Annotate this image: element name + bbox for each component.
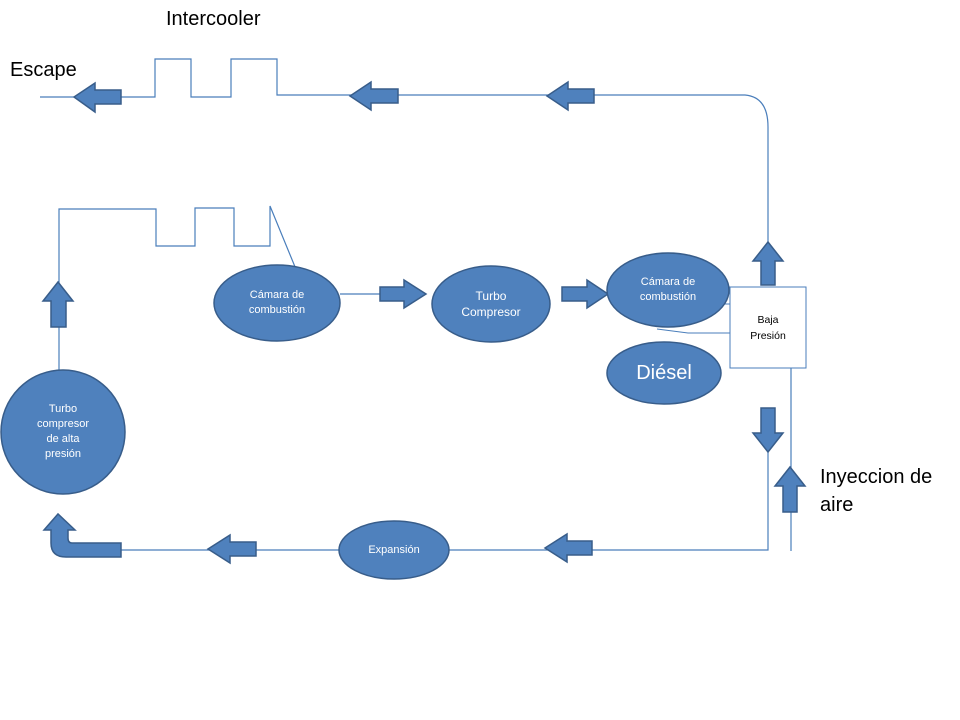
intercooler-label: Intercooler bbox=[166, 8, 261, 30]
middle-intercooler-line bbox=[58, 205, 301, 285]
expansion-ellipse bbox=[338, 520, 450, 580]
arrow-up-baja bbox=[751, 240, 785, 286]
expansion-label: Expansión bbox=[368, 543, 420, 556]
turbo-compresor-text: Turbo Compresor bbox=[432, 266, 550, 342]
turbo-alta-circle bbox=[0, 369, 126, 495]
camara-right-ellipse bbox=[606, 252, 730, 328]
arrow-right-to-camara bbox=[561, 278, 610, 310]
camara-right-label: Cámara de combustión bbox=[639, 276, 697, 303]
top-exhaust-line bbox=[40, 58, 769, 243]
arrow-uturn-bottom-left bbox=[42, 512, 122, 558]
turbo-alta-text: Turbo compresor de alta presión bbox=[1, 370, 125, 494]
arrow-down-baja bbox=[751, 407, 785, 454]
arrow-left-bottom-right bbox=[543, 532, 593, 564]
camara-left-text: Cámara de combustión bbox=[214, 265, 340, 341]
baja-presion-box bbox=[729, 286, 807, 369]
arrow-left-escape bbox=[72, 81, 122, 114]
arrow-left-top-right bbox=[545, 80, 595, 112]
arrow-up-air-inlet bbox=[773, 465, 807, 513]
diesel-label: Diésel bbox=[636, 362, 692, 384]
baja-presion-text: Baja Presión bbox=[730, 287, 806, 368]
camara-left-label: Cámara de combustión bbox=[248, 289, 306, 316]
diesel-ellipse bbox=[606, 341, 722, 405]
diesel-text: Diésel bbox=[607, 342, 721, 404]
arrow-right-to-turbo bbox=[379, 278, 428, 310]
baja-presion-label: Baja Presión bbox=[750, 313, 786, 342]
bottom-return-line bbox=[120, 452, 769, 551]
escape-label: Escape bbox=[10, 59, 77, 81]
arrow-left-top-middle bbox=[348, 80, 399, 112]
expansion-text: Expansión bbox=[339, 521, 449, 579]
turbo-compresor-ellipse bbox=[431, 265, 551, 343]
arrow-left-bottom-middle bbox=[206, 533, 257, 565]
inyeccion-aire-label: Inyeccion de aire bbox=[820, 466, 933, 516]
camara-right-text: Cámara de combustión bbox=[607, 253, 729, 327]
camara-left-ellipse bbox=[213, 264, 341, 342]
diesel-connector-line bbox=[656, 328, 730, 334]
turbo-alta-label: Turbo compresor de alta presión bbox=[37, 403, 89, 460]
turbo-compresor-label: Turbo Compresor bbox=[461, 289, 521, 319]
arrow-up-left bbox=[41, 280, 75, 328]
